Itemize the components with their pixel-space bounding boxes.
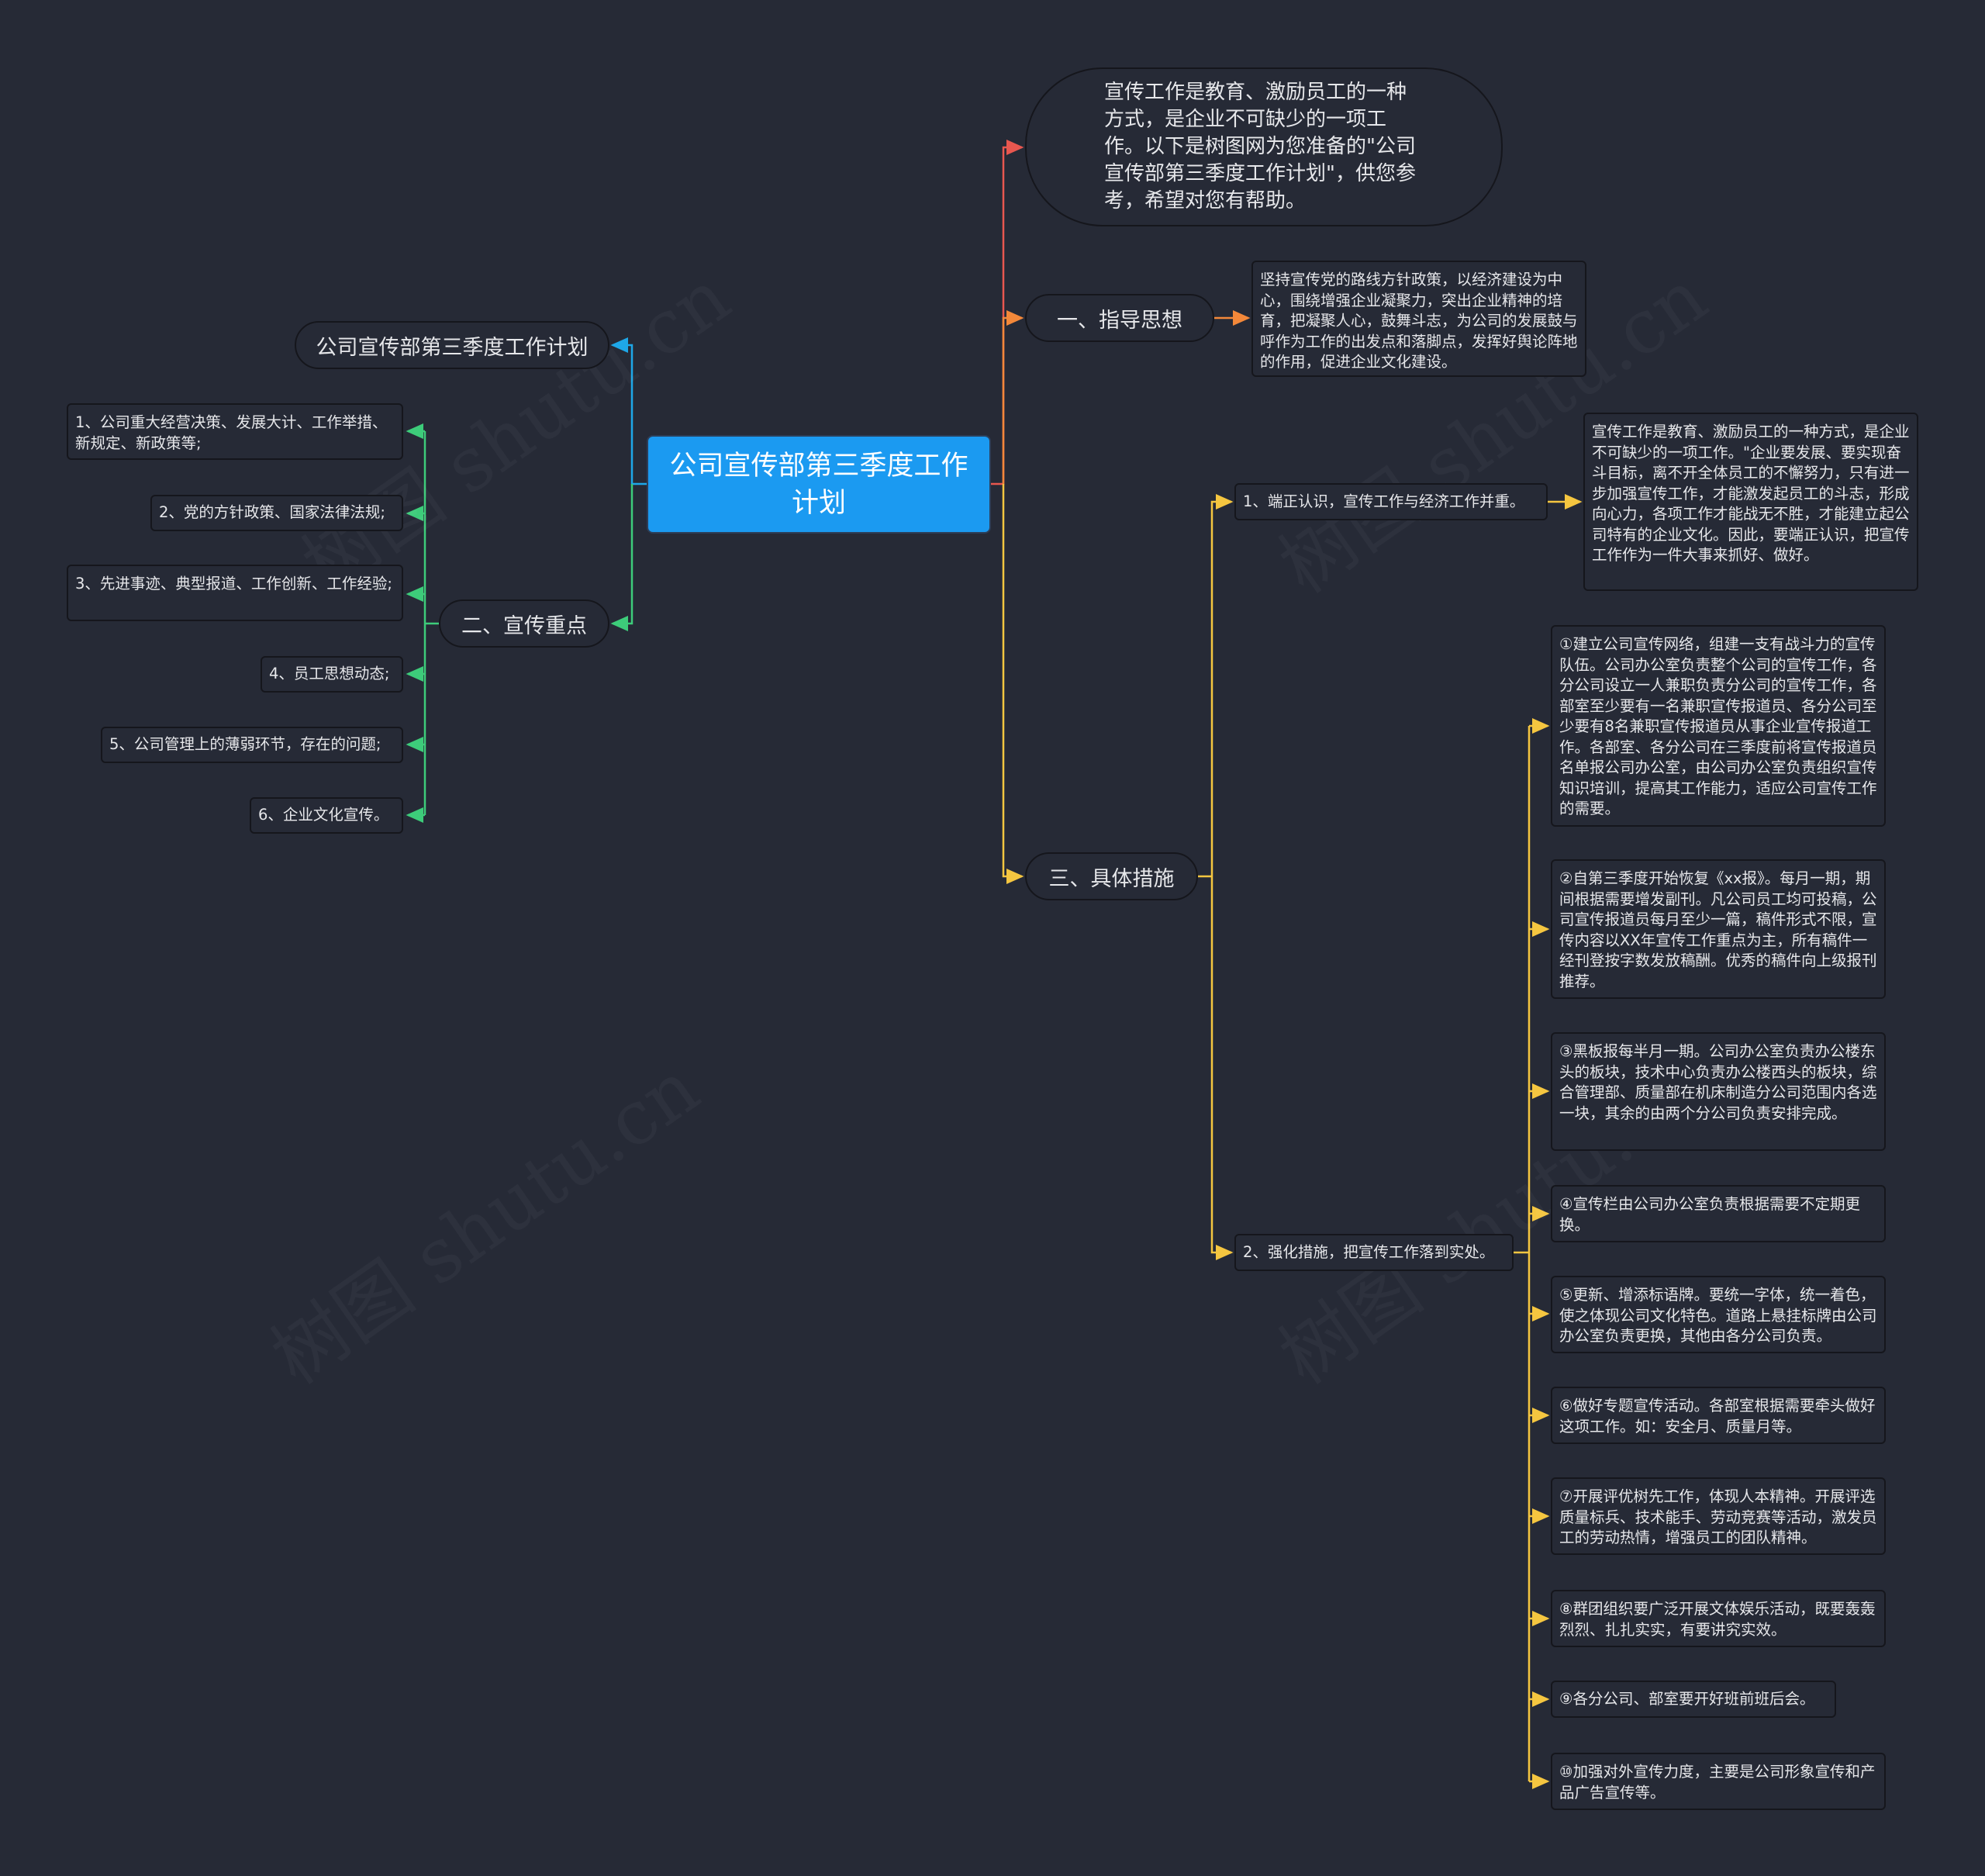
wire-branch3-subs (1198, 500, 1231, 1254)
branch3-sub2-item-text: ④宣传栏由公司办公室负责根据需要不定期更换。 (1559, 1195, 1860, 1234)
branch3-sub2-item-text: ⑨各分公司、部室要开好班前班后会。 (1559, 1689, 1815, 1708)
branch3-sub2-item-text: ⑤更新、增添标语牌。要统一字体，统一着色，使之体现公司文化特色。道路上悬挂标牌由… (1559, 1286, 1877, 1345)
branch3-sub2-item-text: ①建立公司宣传网络，组建一支有战斗力的宣传队伍。公司办公室负责整个公司的宣传工作… (1559, 635, 1877, 817)
wire-root-branch2 (610, 484, 633, 631)
branch3-sub1-label: 1、端正认识，宣传工作与经济工作并重。 (1243, 492, 1525, 510)
branch2-item[interactable]: 6、企业文化宣传。 (250, 797, 403, 834)
wire-root-branch1 (1002, 310, 1024, 484)
branch3-sub2-item-text: ⑥做好专题宣传活动。各部室根据需要牵头做好这项工作。如：安全月、质量月等。 (1559, 1397, 1876, 1436)
branch1-label: 一、指导思想 (1057, 308, 1182, 333)
branch3-sub2-item[interactable]: ⑩加强对外宣传力度，主要是公司形象宣传和产品广告宣传等。 (1551, 1753, 1886, 1810)
branch2-item-text: 6、企业文化宣传。 (258, 806, 389, 824)
branch3-topic[interactable]: 三、具体措施 (1025, 852, 1198, 900)
wire-branch2-items (423, 431, 439, 815)
branch3-sub2-item[interactable]: ⑤更新、增添标语牌。要统一字体，统一着色，使之体现公司文化特色。道路上悬挂标牌由… (1551, 1276, 1886, 1353)
root-topic[interactable]: 公司宣传部第三季度工作计划 (647, 435, 991, 534)
branch3-sub1-detail-text: 宣传工作是教育、激励员工的一种方式，是企业不可缺少的一项工作。"企业要发展、要实… (1592, 423, 1910, 564)
branch2-item[interactable]: 3、先进事迹、典型报道、工作创新、工作经验; (67, 565, 403, 621)
wire-root-left-title (610, 337, 647, 485)
branch3-sub2-topic[interactable]: 2、强化措施，把宣传工作落到实处。 (1234, 1234, 1514, 1271)
branch3-sub1-detail[interactable]: 宣传工作是教育、激励员工的一种方式，是企业不可缺少的一项工作。"企业要发展、要实… (1583, 413, 1918, 591)
branch3-sub2-item[interactable]: ③黑板报每半月一期。公司办公室负责办公楼东头的板块，技术中心负责办公楼西头的板块… (1551, 1032, 1886, 1151)
branch2-item[interactable]: 5、公司管理上的薄弱环节，存在的问题; (101, 727, 403, 763)
branch1-topic[interactable]: 一、指导思想 (1025, 294, 1214, 342)
branch2-item-text: 2、党的方针政策、国家法律法规; (159, 503, 385, 522)
branch3-sub2-item[interactable]: ⑦开展评优树先工作，体现人本精神。开展评选质量标兵、技术能手、劳动竞赛等活动，激… (1551, 1477, 1886, 1555)
branch3-sub2-item-text: ③黑板报每半月一期。公司办公室负责办公楼东头的板块，技术中心负责办公楼西头的板块… (1559, 1042, 1877, 1122)
branch2-item-text: 4、员工思想动态; (269, 665, 390, 683)
branch3-sub2-item[interactable]: ④宣传栏由公司办公室负责根据需要不定期更换。 (1551, 1185, 1886, 1242)
branch3-sub1-topic[interactable]: 1、端正认识，宣传工作与经济工作并重。 (1234, 483, 1548, 520)
branch2-item[interactable]: 1、公司重大经营决策、发展大计、工作举措、新规定、新政策等; (67, 403, 403, 460)
branch3-sub2-item-text: ⑦开展评优树先工作，体现人本精神。开展评选质量标兵、技术能手、劳动竞赛等活动，激… (1559, 1487, 1877, 1546)
branch3-sub2-item[interactable]: ⑨各分公司、部室要开好班前班后会。 (1551, 1681, 1836, 1718)
branch2-item[interactable]: 4、员工思想动态; (261, 656, 403, 693)
intro-text: 宣传工作是教育、激励员工的一种方式，是企业不可缺少的一项工作。以下是树图网为您准… (1104, 81, 1416, 212)
branch3-sub2-item-text: ⑩加强对外宣传力度，主要是公司形象宣传和产品广告宣传等。 (1559, 1763, 1876, 1802)
branch3-sub2-item-text: ②自第三季度开始恢复《xx报》。每月一期，期间根据需要增发副刊。凡公司员工均可投… (1559, 869, 1877, 990)
branch2-item-text: 5、公司管理上的薄弱环节，存在的问题; (109, 735, 381, 754)
branch2-item-text: 1、公司重大经营决策、发展大计、工作举措、新规定、新政策等; (75, 413, 388, 452)
branch2-item[interactable]: 2、党的方针政策、国家法律法规; (150, 495, 403, 531)
branch1-detail[interactable]: 坚持宣传党的路线方针政策，以经济建设为中心，围绕增强企业凝聚力，突出企业精神的培… (1251, 261, 1586, 377)
branch3-sub2-item[interactable]: ⑧群团组织要广泛开展文体娱乐活动，既要轰轰烈烈、扎扎实实，有要讲究实效。 (1551, 1590, 1886, 1647)
branch2-label: 二、宣传重点 (461, 613, 587, 638)
branch3-sub2-item-text: ⑧群团组织要广泛开展文体娱乐活动，既要轰轰烈烈、扎扎实实，有要讲究实效。 (1559, 1600, 1876, 1639)
wire-root-branch3 (1002, 484, 1024, 884)
left-title-text: 公司宣传部第三季度工作计划 (316, 335, 589, 360)
branch3-sub2-item[interactable]: ①建立公司宣传网络，组建一支有战斗力的宣传队伍。公司办公室负责整个公司的宣传工作… (1551, 625, 1886, 827)
branch3-sub2-item[interactable]: ②自第三季度开始恢复《xx报》。每月一期，期间根据需要增发副刊。凡公司员工均可投… (1551, 859, 1886, 999)
branch1-detail-text: 坚持宣传党的路线方针政策，以经济建设为中心，围绕增强企业凝聚力，突出企业精神的培… (1260, 271, 1578, 371)
branch3-label: 三、具体措施 (1048, 866, 1175, 891)
branch3-sub2-item[interactable]: ⑥做好专题宣传活动。各部室根据需要牵头做好这项工作。如：安全月、质量月等。 (1551, 1387, 1886, 1444)
intro-topic[interactable]: 宣传工作是教育、激励员工的一种方式，是企业不可缺少的一项工作。以下是树图网为您准… (1025, 67, 1503, 226)
root-title: 公司宣传部第三季度工作计划 (669, 450, 968, 519)
branch3-sub2-label: 2、强化措施，把宣传工作落到实处。 (1243, 1242, 1495, 1261)
branch2-topic[interactable]: 二、宣传重点 (439, 599, 609, 648)
branch2-item-text: 3、先进事迹、典型报道、工作创新、工作经验; (75, 575, 392, 593)
wire-root-intro (991, 140, 1024, 485)
left-title-topic[interactable]: 公司宣传部第三季度工作计划 (295, 321, 609, 369)
